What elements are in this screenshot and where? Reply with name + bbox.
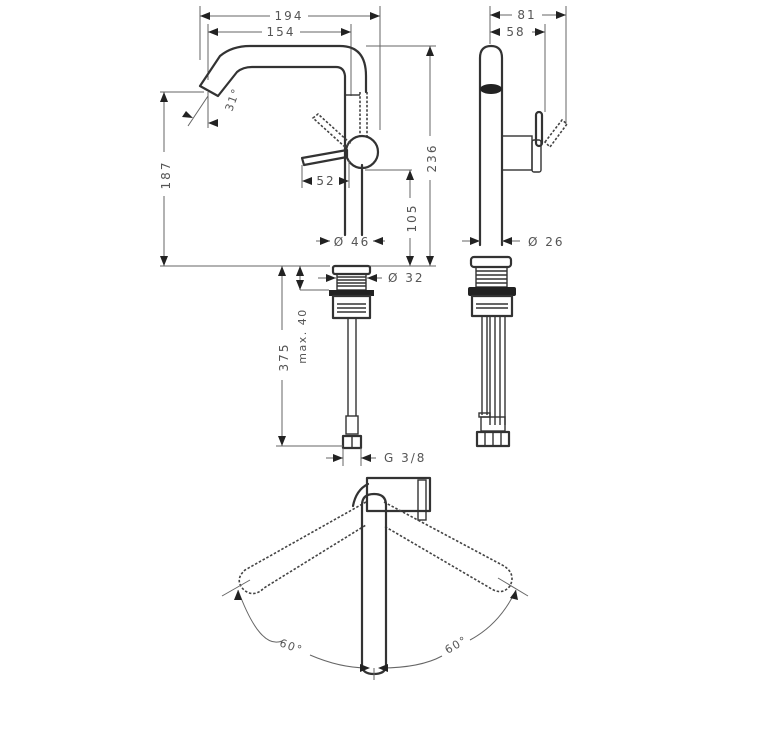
dimension-spout-angle: 31°	[160, 86, 243, 128]
side-view: 81 58 Ø 26	[462, 6, 569, 448]
label-diameter-46: Ø 46	[334, 235, 371, 249]
label-31-degrees: 31°	[223, 86, 243, 113]
side-spout-column	[478, 44, 504, 247]
dimension-overall-depth: 81	[489, 6, 567, 124]
label-154: 154	[267, 25, 296, 39]
spout-outline	[198, 44, 368, 142]
front-view: 194 154	[159, 6, 439, 466]
label-52: 52	[316, 174, 335, 188]
top-view: 60° 60°	[221, 476, 529, 680]
dimension-lever-depth: 58	[490, 24, 546, 112]
dimension-counter-thickness: max. 40	[296, 266, 329, 364]
label-187: 187	[159, 161, 173, 190]
label-diameter-26: Ø 26	[528, 235, 565, 249]
side-lever	[534, 110, 544, 148]
dimension-spout-diameter: Ø 26	[462, 235, 565, 249]
handle-lever	[300, 148, 349, 167]
dimension-overall-height: 236	[362, 45, 439, 267]
label-194: 194	[275, 9, 304, 23]
dimension-spout-height: 187	[159, 92, 330, 267]
label-81: 81	[517, 8, 536, 22]
base-ring	[331, 264, 372, 276]
dimension-handle-offset: 52	[301, 160, 350, 188]
label-236: 236	[425, 144, 439, 173]
label-rotation-left: 60°	[278, 636, 305, 656]
top-spout	[360, 492, 388, 676]
dimension-hose-length: 375	[276, 266, 343, 447]
dimension-spout-reach: 154	[207, 24, 352, 96]
dimension-rotation: 60° 60°	[221, 577, 529, 680]
label-g-3-8: G 3/8	[384, 451, 426, 465]
dimension-lever-height: 105	[365, 169, 419, 266]
label-max-40: max. 40	[296, 308, 309, 363]
dimension-overall-reach: 194	[199, 6, 381, 130]
dimension-body-diameter: Ø 46	[316, 235, 385, 249]
label-rotation-right: 60°	[443, 633, 470, 656]
label-105: 105	[405, 204, 419, 233]
label-375: 375	[277, 343, 291, 372]
dimension-shank-diameter: Ø 32	[318, 271, 425, 285]
aerator	[480, 84, 502, 94]
label-diameter-32: Ø 32	[388, 271, 425, 285]
label-58: 58	[506, 25, 525, 39]
handle-knob	[344, 134, 380, 170]
dimension-connection-thread: G 3/8	[326, 448, 426, 466]
side-threaded-shank	[468, 266, 516, 318]
threaded-shank	[329, 273, 374, 320]
